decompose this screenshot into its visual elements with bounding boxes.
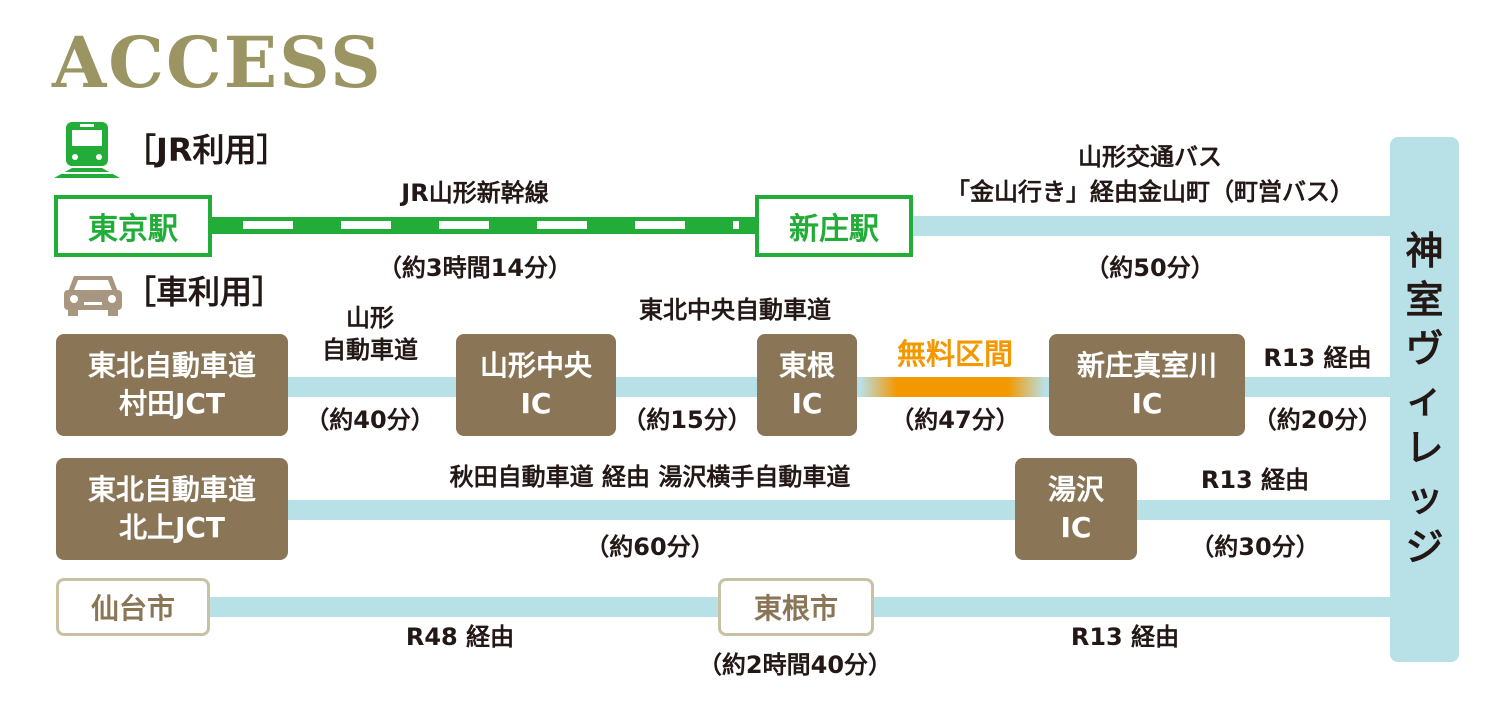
- destination-char: ィ: [1405, 376, 1444, 421]
- r13-label-1: R13 経由: [1263, 344, 1372, 372]
- route-line-kitakami: [288, 500, 1390, 520]
- time-47: （約47分）: [890, 406, 1020, 434]
- higashine-city: 東根市: [718, 578, 874, 636]
- yamagata-chuo-ic: 山形中央 IC: [456, 334, 616, 436]
- page-title: ACCESS: [52, 21, 383, 104]
- jr-line-name: JR山形新幹線: [401, 179, 549, 207]
- destination-char: レ: [1405, 426, 1444, 471]
- station-tokyo: 東京駅: [54, 195, 212, 257]
- time-15: （約15分）: [622, 406, 752, 434]
- train-icon: [54, 122, 120, 178]
- bus-time: （約50分）: [1085, 254, 1215, 282]
- tohoku-chuo-expressway-label: 東北中央自動車道: [639, 296, 831, 324]
- yamagata-expressway-label: 山形 自動車道: [322, 304, 418, 365]
- jr-time: （約3時間14分）: [377, 254, 573, 282]
- r13-label-3: R13 経由: [1070, 623, 1180, 651]
- shinjo-mamurogawa-ic: 新庄真室川 IC: [1049, 334, 1245, 436]
- bus-route: 「金山行き」経由金山町（町営バス）: [946, 178, 1354, 206]
- r48-label: R48 経由: [405, 623, 515, 651]
- time-40: （約40分）: [305, 406, 435, 434]
- time-60: （約60分）: [585, 533, 715, 561]
- time-30: （約30分）: [1190, 533, 1320, 561]
- bus-name: 山形交通バス: [1078, 143, 1222, 171]
- destination-char: ジ: [1405, 524, 1444, 569]
- murata-jct: 東北自動車道 村田JCT: [56, 334, 288, 436]
- car-icon: [64, 276, 122, 316]
- yuzawa-ic: 湯沢 IC: [1015, 458, 1137, 560]
- destination-char: 神: [1405, 228, 1444, 273]
- bus-route-line: [913, 216, 1390, 236]
- station-shinjo: 新庄駅: [755, 195, 913, 257]
- car-heading: ［車利用］: [124, 273, 285, 311]
- akita-expressway-label: 秋田自動車道 経由 湯沢横手自動車道: [449, 463, 851, 491]
- jr-shinkansen-line: [210, 217, 760, 234]
- jr-heading: ［JR利用］: [124, 131, 289, 169]
- higashine-ic: 東根 IC: [757, 334, 857, 436]
- time-2h40: （約2時間40分）: [697, 651, 893, 679]
- free-section-label: 無料区間: [896, 337, 1013, 371]
- free-section-line: [860, 377, 1045, 397]
- kitakami-jct: 東北自動車道 北上JCT: [56, 458, 288, 560]
- sendai-city: 仙台市: [56, 578, 210, 636]
- destination-char: ヴ: [1405, 327, 1444, 372]
- destination-char: ッ: [1405, 475, 1444, 520]
- r13-label-2: R13 経由: [1200, 466, 1310, 494]
- destination-char: 室: [1405, 278, 1444, 323]
- destination-kamuro-village: 神室ヴィレッジ: [1390, 137, 1459, 662]
- time-20: （約20分）: [1252, 406, 1383, 434]
